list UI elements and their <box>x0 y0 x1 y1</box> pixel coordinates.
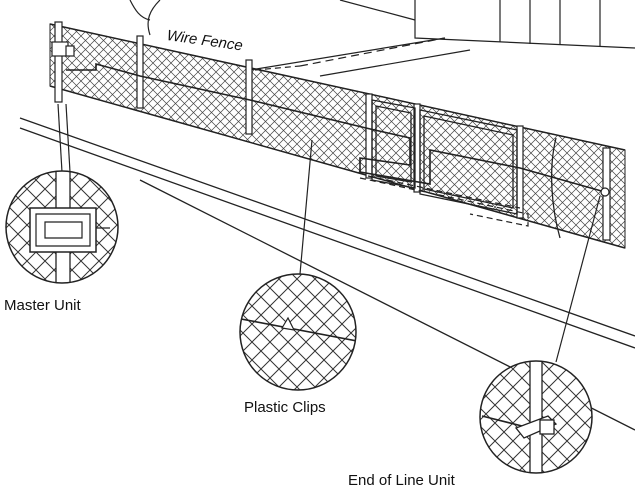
plastic-clips-label: Plastic Clips <box>244 399 326 416</box>
gate-frames <box>371 99 561 239</box>
end-of-line-unit <box>600 187 610 197</box>
plastic-clip-detail <box>239 273 357 391</box>
callout-lines <box>57 103 601 363</box>
end-of-line-unit-label: End of Line Unit <box>348 472 455 489</box>
dashed-markers <box>359 158 529 227</box>
master-unit-detail <box>5 170 119 284</box>
building-outline <box>129 0 635 49</box>
master-unit-label: Master Unit <box>4 297 81 314</box>
sensing-cable <box>66 62 606 193</box>
end-of-line-detail <box>479 360 593 474</box>
driveway-outline <box>249 37 471 77</box>
master-unit <box>51 41 75 57</box>
fence-mesh <box>49 23 626 249</box>
